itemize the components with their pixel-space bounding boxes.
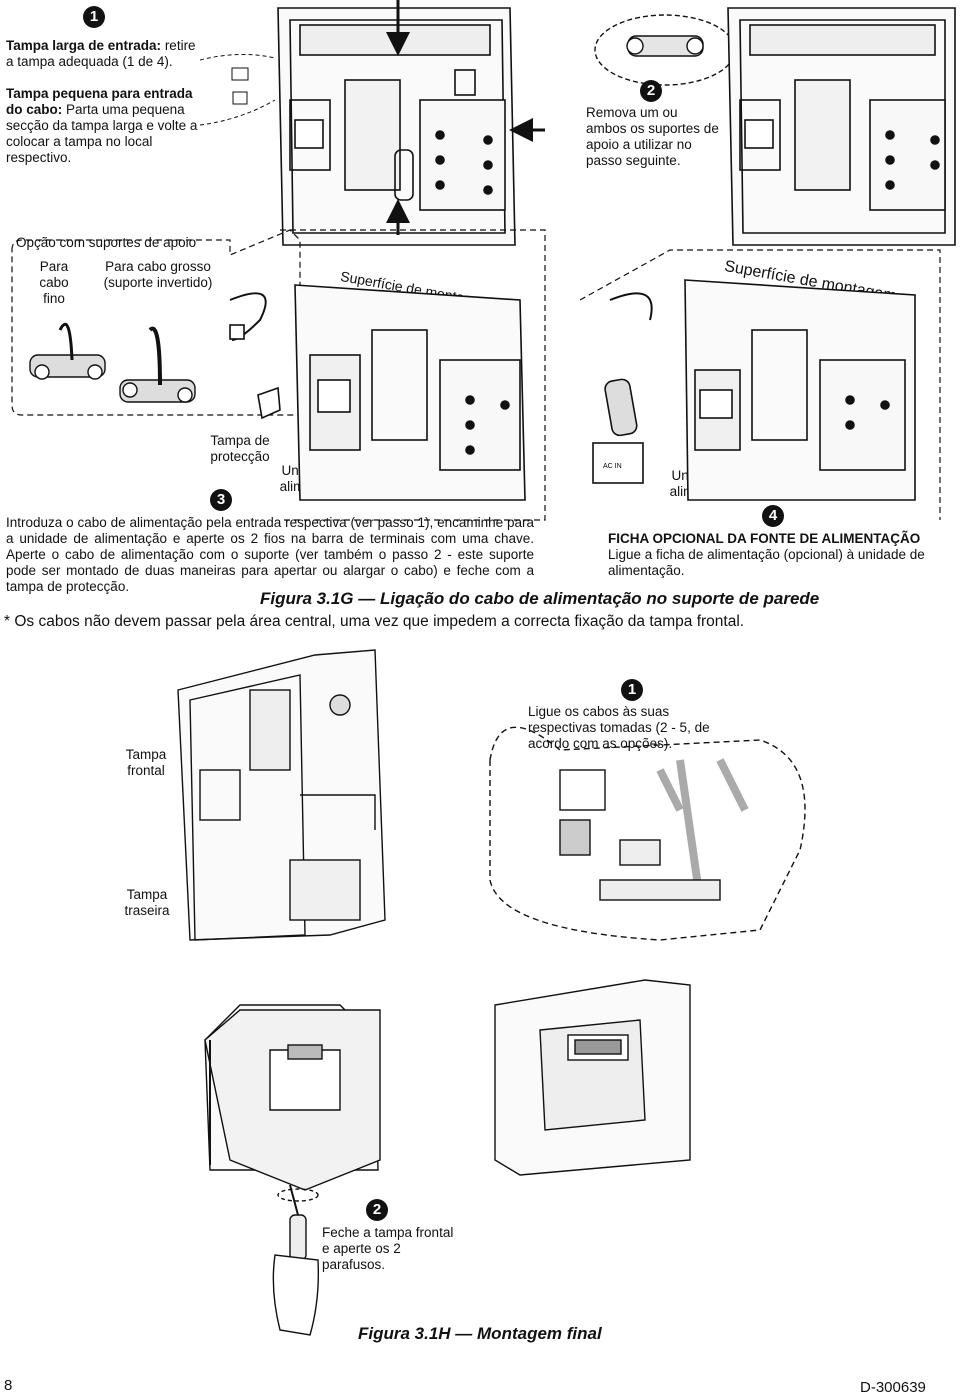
power-unit-right-label: Unidade de alimentação bbox=[669, 468, 743, 499]
fig-h-step2-text: Feche a tampa frontal e aperte os 2 para… bbox=[322, 1225, 454, 1272]
asterisk-right: (*) bbox=[752, 474, 767, 490]
thin-cable-label: Para cabo fino bbox=[39, 259, 69, 306]
fig-h-step2-badge: 2 bbox=[366, 1199, 388, 1221]
support-thin-cable bbox=[29, 322, 106, 380]
figure-g-note: * Os cabos não devem passar pela área ce… bbox=[4, 613, 745, 630]
wall-bracket-top-right bbox=[727, 7, 956, 246]
fig-h-step1-text: Ligue os cabos às suas respectivas tomad… bbox=[528, 704, 710, 751]
back-cover-label: Tampa traseira bbox=[124, 887, 170, 918]
step2-badge: 2 bbox=[640, 80, 662, 102]
power-unit-left-label: Unidade de alimentação bbox=[279, 463, 353, 494]
panel-open-assembly bbox=[177, 649, 386, 941]
step4-text: Ligue a ficha de alimentação (opcional) … bbox=[608, 547, 925, 578]
step1-title-large: Tampa larga de entrada: bbox=[6, 38, 162, 53]
surface-label-right: Superfície de montagem bbox=[723, 258, 898, 306]
ac-in-label: AC IN bbox=[603, 463, 622, 470]
connector-zoom-callout bbox=[489, 726, 806, 941]
option-box-title: Opção com suportes de apoio bbox=[16, 235, 197, 250]
wall-bracket-middle-left bbox=[229, 284, 526, 501]
protection-cover-label: Tampa de protecção bbox=[210, 433, 270, 464]
surface-label-left: Superfície de montagem bbox=[339, 268, 493, 311]
step4-badge: 4 bbox=[762, 505, 784, 527]
page-number: 8 bbox=[4, 1377, 13, 1394]
support-thick-cable bbox=[119, 326, 196, 403]
asterisk-left: (*) bbox=[368, 478, 383, 494]
option-box-border bbox=[11, 229, 301, 416]
panel-closing bbox=[204, 1004, 381, 1191]
wall-bracket-middle-right bbox=[592, 279, 916, 501]
step3-badge: 3 bbox=[210, 489, 232, 511]
step4-title: FICHA OPCIONAL DA FONTE DE ALIMENTAÇÃO bbox=[608, 531, 921, 546]
panel-closed bbox=[494, 979, 691, 1176]
front-cover-label: Tampa frontal bbox=[125, 747, 167, 778]
step1-title-small: Tampa pequena para entrada do cabo: bbox=[6, 86, 193, 117]
step1-badge: 1 bbox=[83, 6, 105, 28]
screwdriver-hand bbox=[272, 1184, 319, 1336]
figure-g-caption: Figura 3.1G — Ligação do cabo de aliment… bbox=[260, 589, 820, 608]
step1-text-small: Parta uma pequena secção da tampa larga … bbox=[6, 102, 198, 165]
step1-text-large: retire a tampa adequada (1 de 4). bbox=[6, 38, 196, 69]
figure-h-caption: Figura 3.1H — Montagem final bbox=[358, 1324, 602, 1343]
thick-cable-label: Para cabo grosso (suporte invertido) bbox=[103, 259, 213, 290]
step2-text: Remova um ou ambos os suportes de apoio … bbox=[586, 105, 719, 168]
step1-text: Tampa larga de entrada: retire a tampa a… bbox=[6, 38, 198, 166]
step3-text: Introduza o cabo de alimentação pela ent… bbox=[6, 515, 534, 594]
fig-h-step1-badge: 1 bbox=[621, 679, 643, 701]
doc-code: D-300639 bbox=[860, 1379, 926, 1396]
support-brackets-callout bbox=[594, 14, 771, 101]
wall-bracket-top-left bbox=[277, 7, 516, 246]
